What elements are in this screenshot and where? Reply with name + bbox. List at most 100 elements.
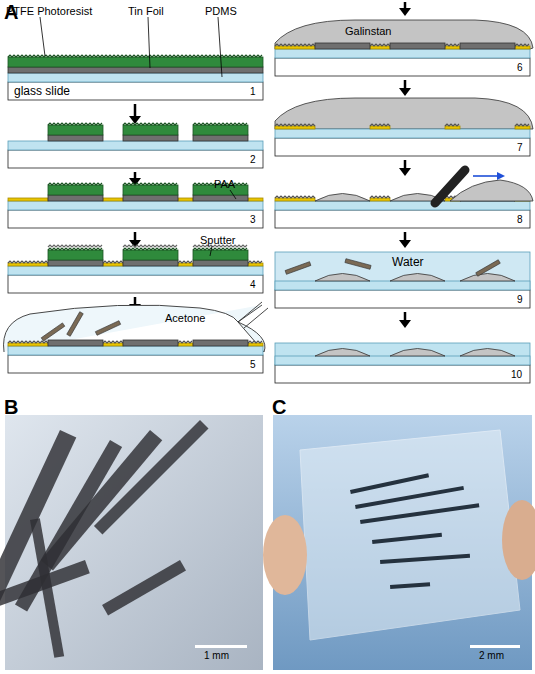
liquid-metal-trace (360, 503, 479, 524)
scale-bar-label: 1 mm (204, 650, 229, 661)
pdms-layer (8, 141, 263, 150)
scraper-blade (435, 170, 465, 203)
sputter-flake (285, 262, 311, 275)
glass-slide (275, 365, 530, 383)
liquid-metal-trace (350, 473, 429, 494)
glass-slide (8, 82, 263, 100)
glass-slide (8, 355, 263, 373)
tin-foil (193, 260, 248, 266)
sputter-film (275, 196, 315, 198)
photoresist (123, 250, 178, 260)
leader-line (148, 17, 150, 68)
sputter-flake (476, 260, 501, 276)
pdms-layer (275, 129, 530, 138)
sputter-film (370, 196, 390, 198)
photo-c-background (273, 415, 532, 670)
resist-rough-top (48, 123, 102, 125)
layer-name: Sputter (200, 234, 235, 246)
leader-line (218, 17, 222, 77)
paa-layer (8, 198, 48, 201)
pdms-layer (275, 201, 530, 210)
finger (502, 500, 535, 580)
layer-name: PDMS (205, 5, 237, 17)
resist-rough-top (8, 55, 262, 57)
tin-foil (460, 43, 515, 49)
liquid-metal-trace (0, 560, 90, 607)
photo-b-background (5, 415, 263, 670)
pdms-layer (8, 201, 263, 210)
step-arrow-head (399, 8, 411, 16)
scale-bar (195, 645, 247, 648)
paa-layer (103, 198, 123, 201)
sputter-film (370, 124, 390, 126)
sputter-film (515, 44, 529, 46)
tin-foil (193, 135, 248, 141)
paa-layer (103, 263, 123, 266)
step-arrow-shaft (134, 104, 137, 118)
tin-foil (48, 195, 103, 201)
step-number: 4 (250, 279, 256, 290)
elastomer-sheet (300, 430, 520, 640)
liquid-metal-trace (41, 430, 163, 571)
paa-layer (445, 126, 460, 129)
pdms-layer (8, 346, 263, 355)
paa-layer (515, 46, 530, 49)
glass-slide (8, 275, 263, 293)
pdms-encapsulation (275, 343, 530, 365)
sputter-film (370, 44, 390, 46)
resist-rough-top (193, 248, 247, 250)
paa-layer (178, 263, 193, 266)
step-number: 1 (250, 86, 256, 97)
panel-letter: B (4, 396, 18, 418)
layer-name: PTFE Photoresist (6, 5, 92, 17)
pipette-tip (244, 308, 268, 328)
sputter-film (248, 341, 262, 343)
pdms-layer (275, 49, 530, 58)
glass-slide (275, 138, 530, 156)
sputter-film (8, 261, 48, 263)
liquid-metal-trace (355, 486, 464, 509)
resist-rough-top (193, 123, 247, 125)
paa-layer (370, 46, 390, 49)
tin-foil (123, 195, 178, 201)
step-arrow-head (129, 116, 141, 124)
galinstan-droplet (460, 274, 515, 282)
step-number: 5 (250, 359, 256, 370)
galinstan-droplet (315, 349, 370, 357)
paa-layer (248, 343, 263, 346)
finger (263, 515, 307, 595)
sputter-film (275, 44, 315, 46)
paa-layer (445, 46, 460, 49)
material-name: Water (392, 256, 424, 269)
paa-layer (103, 343, 123, 346)
water-bath (275, 252, 530, 290)
layer-name: PAA (214, 178, 235, 190)
step-number: 8 (517, 214, 523, 225)
motion-arrow-head (497, 172, 505, 180)
photoresist (48, 185, 103, 195)
paa-layer (370, 198, 390, 201)
sputter-film (178, 261, 192, 263)
step-number: 2 (250, 154, 256, 165)
photoresist (48, 125, 103, 135)
step-arrow-head (399, 88, 411, 96)
tin-foil (48, 260, 103, 266)
galinstan-coat (275, 20, 533, 49)
sputter-film (445, 44, 459, 46)
tin-foil (123, 340, 178, 346)
step-number: 9 (517, 294, 523, 305)
pdms-layer (8, 266, 263, 275)
glass-slide (275, 290, 530, 308)
paa-layer (248, 263, 263, 266)
tin-foil (390, 43, 445, 49)
paa-layer (178, 198, 193, 201)
sputter-film (445, 124, 459, 126)
tin-foil (123, 135, 178, 141)
scale-bar-label: 2 mm (479, 650, 504, 661)
step-arrow-head (399, 240, 411, 248)
galinstan-coat (275, 98, 533, 129)
panel-letter: C (272, 396, 286, 418)
glass-slide (8, 210, 263, 228)
galinstan-droplet (390, 349, 445, 357)
